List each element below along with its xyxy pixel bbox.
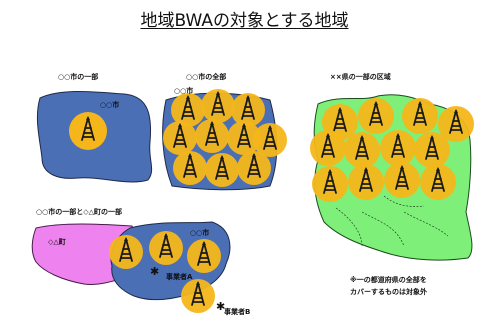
station-b-label: 事業者B: [224, 307, 250, 316]
city-region-label: ○○市: [100, 100, 119, 109]
coverage-circle: [171, 93, 205, 127]
coverage-circle: [310, 130, 346, 166]
caption-prefecture-part: ××県の一部の区域: [330, 72, 391, 81]
caption-city-part: ○○市の一部: [58, 72, 98, 81]
panel-city-part: ○○市の一部 ○○市: [36, 72, 153, 183]
coverage-circle: [69, 112, 107, 150]
station-a-label: 事業者A: [166, 272, 193, 281]
panel-prefecture-part: ××県の一部の区域 ※一の都道府県の全部を カバーするものは対象外: [310, 72, 474, 296]
coverage-circle-group: [109, 231, 221, 313]
coverage-circle: [348, 164, 384, 200]
coverage-circle: [438, 106, 474, 142]
caption-city-and-town: ○○市の一部と◇△町の一部: [36, 207, 122, 216]
coverage-circle: [231, 93, 265, 127]
coverage-circle: [205, 153, 239, 187]
coverage-circle: [149, 231, 183, 265]
coverage-circle: [358, 98, 394, 134]
asterisk-marker-icon: ✱: [216, 300, 225, 313]
coverage-circle: [195, 119, 229, 153]
coverage-circle: [173, 151, 207, 185]
coverage-circle: [402, 98, 438, 134]
coverage-circle: [237, 151, 271, 185]
coverage-circle: [163, 121, 197, 155]
coverage-circle-group: [163, 89, 287, 187]
coverage-circle: [414, 132, 450, 168]
coverage-circle: [201, 89, 235, 123]
note-line-2: カバーするものは対象外: [350, 287, 427, 296]
coverage-circle: [227, 121, 261, 155]
municipal-boundaries: [335, 195, 449, 247]
caption-city-whole: ○○市の全部: [186, 72, 226, 81]
note-line-1: ※一の都道府県の全部を: [350, 275, 427, 284]
panel-city-whole: ○○市の全部 ○○市: [162, 72, 287, 191]
coverage-circle: [181, 279, 215, 313]
panel-city-and-town: ○○市の一部と◇△町の一部 ◇△町 ○○市 事業者A 事業者B ✱ ✱: [31, 207, 250, 316]
coverage-circle: [109, 235, 143, 269]
city-region-label: ○○市: [174, 86, 193, 95]
coverage-circle-group: [310, 98, 474, 202]
coverage-circle: [344, 132, 380, 168]
town-region-label: ◇△町: [48, 238, 66, 246]
coverage-circle: [380, 130, 416, 166]
city-region-label: ○○市: [190, 228, 209, 237]
coverage-circle: [384, 162, 420, 198]
asterisk-marker-icon: ✱: [150, 265, 159, 278]
page-title: 地域BWAの対象とする地域: [140, 11, 349, 31]
coverage-circle: [312, 166, 348, 202]
coverage-circle: [187, 239, 221, 273]
coverage-circle: [253, 123, 287, 157]
coverage-circle: [420, 164, 456, 200]
